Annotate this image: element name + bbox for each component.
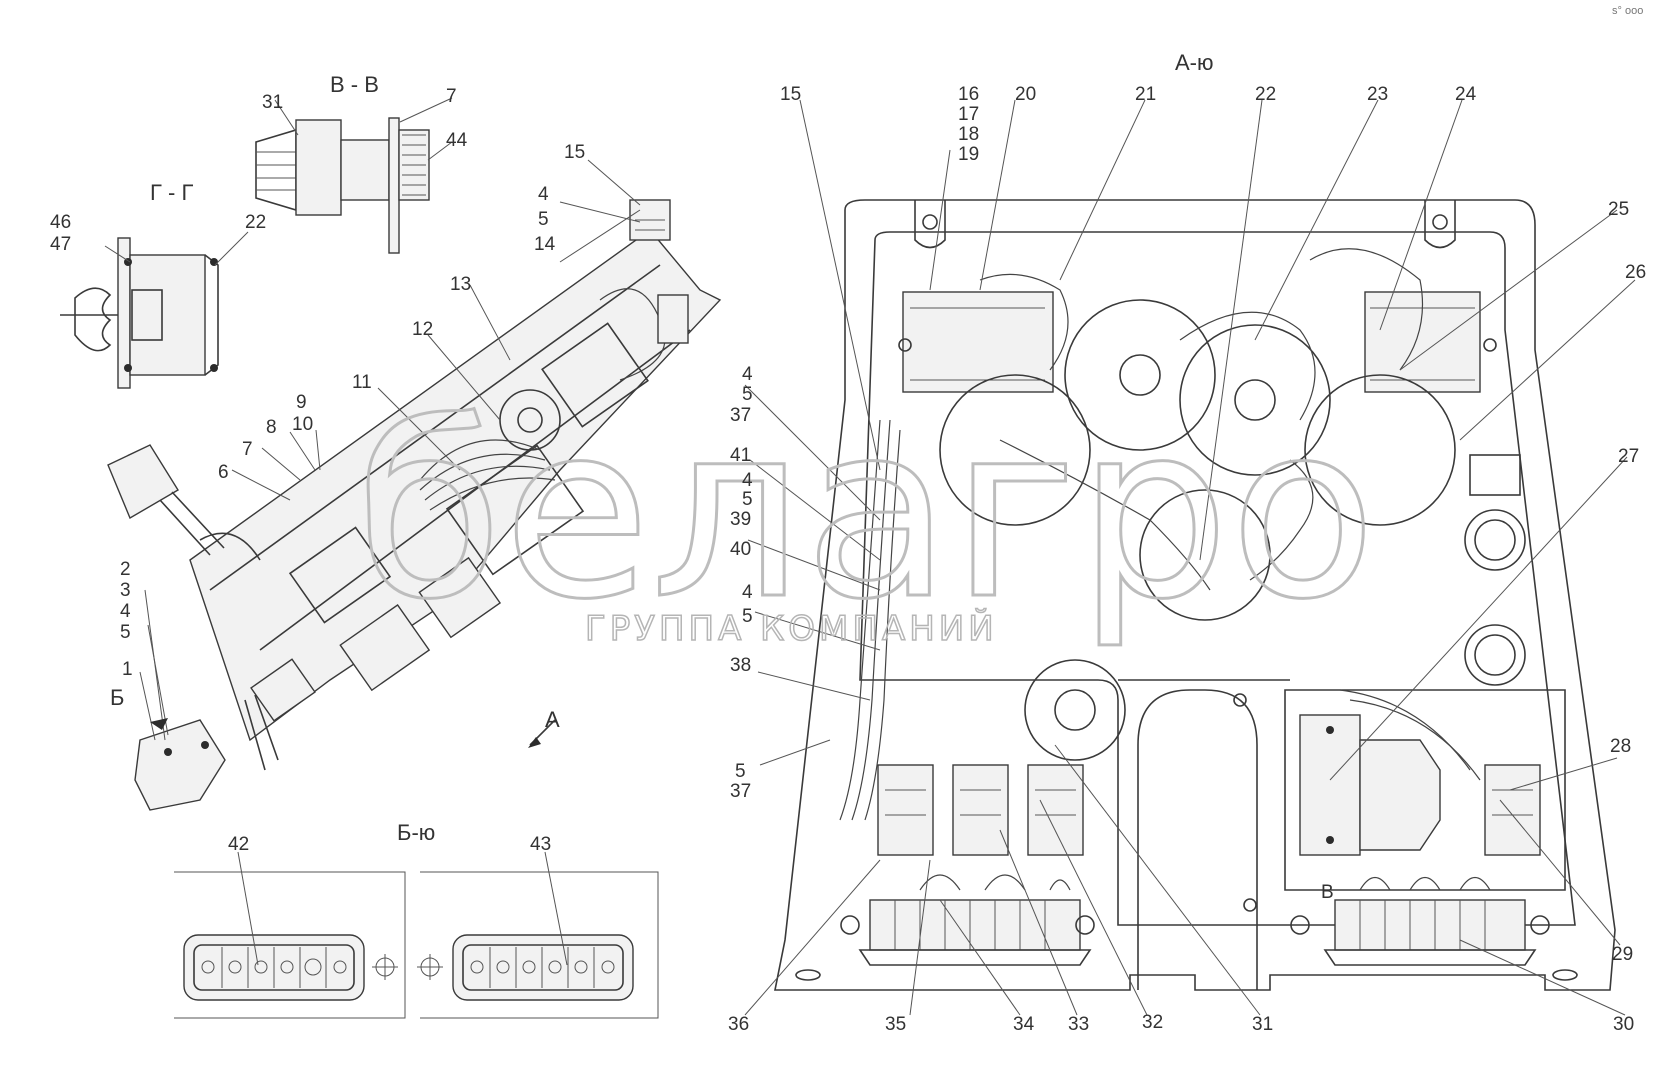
switch-panel-42-cells bbox=[201, 947, 347, 988]
callout-5-r4: 5 bbox=[735, 761, 746, 782]
callout-38: 38 bbox=[730, 655, 751, 676]
callout-27: 27 bbox=[1618, 446, 1639, 467]
callout-19: 19 bbox=[958, 144, 979, 165]
view-a-title: А-ю bbox=[1175, 50, 1214, 75]
callout-12: 12 bbox=[412, 319, 433, 340]
callout-33: 33 bbox=[1068, 1014, 1089, 1035]
left-panel-assembly bbox=[107, 159, 722, 811]
callout-21: 21 bbox=[1135, 84, 1156, 105]
callout-4-r2: 4 bbox=[742, 470, 753, 491]
callout-28: 28 bbox=[1610, 736, 1631, 757]
callout-47: 47 bbox=[50, 234, 71, 255]
watermark-tagline: ГРУППА КОМПАНИЙ bbox=[585, 608, 998, 649]
corner-mark: s° ooo bbox=[1612, 5, 1643, 17]
callout-13: 13 bbox=[450, 274, 471, 295]
callout-4-lower: 4 bbox=[120, 601, 131, 622]
callout-40: 40 bbox=[730, 539, 751, 560]
callout-11: 11 bbox=[352, 372, 372, 393]
callout-25: 25 bbox=[1608, 199, 1629, 220]
callout-43: 43 bbox=[530, 834, 551, 855]
callout-31-top: 31 bbox=[262, 92, 283, 113]
watermark: белагро ГРУППА КОМПАНИЙ bbox=[354, 371, 1378, 654]
callout-22-right: 22 bbox=[1255, 84, 1276, 105]
view-b-title: Б-ю bbox=[397, 820, 435, 845]
callout-3: 3 bbox=[120, 580, 131, 601]
callout-23: 23 bbox=[1367, 84, 1388, 105]
callout-8: 8 bbox=[266, 417, 277, 438]
callout-17: 17 bbox=[958, 104, 979, 125]
callout-42: 42 bbox=[228, 834, 249, 855]
callout-7-left: 7 bbox=[242, 439, 253, 460]
section-g-g-part bbox=[60, 231, 249, 389]
callout-29: 29 bbox=[1612, 944, 1633, 965]
callout-22-left: 22 bbox=[245, 212, 266, 233]
callout-37-r1: 37 bbox=[730, 405, 751, 426]
callout-5-r2: 5 bbox=[742, 489, 753, 510]
callout-2: 2 bbox=[120, 559, 131, 580]
callout-4-left: 4 bbox=[538, 184, 549, 205]
callouts: 31 7 44 46 47 22 15 4 5 14 13 12 11 9 10… bbox=[50, 84, 1646, 1035]
callout-9: 9 bbox=[296, 392, 307, 413]
callout-v-right: В bbox=[1321, 882, 1334, 903]
callout-14: 14 bbox=[534, 234, 556, 255]
callout-34: 34 bbox=[1013, 1014, 1035, 1035]
view-b-switch-panels bbox=[174, 851, 659, 1019]
callout-30: 30 bbox=[1613, 1014, 1634, 1035]
callout-4-r1: 4 bbox=[742, 364, 753, 385]
callout-16: 16 bbox=[958, 84, 979, 105]
section-g-g-title: Г - Г bbox=[150, 180, 193, 205]
callout-46: 46 bbox=[50, 212, 71, 233]
watermark-brand: белагро bbox=[355, 372, 1376, 652]
arrow-b-label: Б bbox=[110, 685, 124, 710]
callout-15-right: 15 bbox=[780, 84, 801, 105]
callout-5-left: 5 bbox=[538, 209, 549, 230]
callout-20: 20 bbox=[1015, 84, 1036, 105]
callout-5-lower: 5 bbox=[120, 622, 131, 643]
callout-18: 18 bbox=[958, 124, 979, 145]
section-v-v-title: В - В bbox=[330, 72, 379, 97]
callout-31-bottom: 31 bbox=[1252, 1014, 1273, 1035]
callout-41: 41 bbox=[730, 445, 751, 466]
callout-24: 24 bbox=[1455, 84, 1477, 105]
callout-35: 35 bbox=[885, 1014, 906, 1035]
switch-panel-43-cells bbox=[470, 947, 615, 988]
arrow-a-label: А bbox=[545, 707, 560, 732]
callout-32: 32 bbox=[1142, 1012, 1163, 1033]
callout-15-left: 15 bbox=[564, 142, 585, 163]
callout-37-r2: 37 bbox=[730, 781, 751, 802]
callout-1: 1 bbox=[122, 659, 133, 680]
section-v-v-part bbox=[255, 97, 453, 254]
callout-5-r3: 5 bbox=[742, 606, 753, 627]
callout-7-top: 7 bbox=[446, 86, 457, 107]
right-panel-view-a bbox=[744, 99, 1636, 1016]
callout-4-r3: 4 bbox=[742, 582, 753, 603]
callout-26: 26 bbox=[1625, 262, 1646, 283]
callout-10: 10 bbox=[292, 414, 313, 435]
callout-36: 36 bbox=[728, 1014, 749, 1035]
callout-5-r1: 5 bbox=[742, 384, 753, 405]
callout-44: 44 bbox=[446, 130, 468, 151]
callout-6: 6 bbox=[218, 462, 229, 483]
callout-39: 39 bbox=[730, 509, 751, 530]
